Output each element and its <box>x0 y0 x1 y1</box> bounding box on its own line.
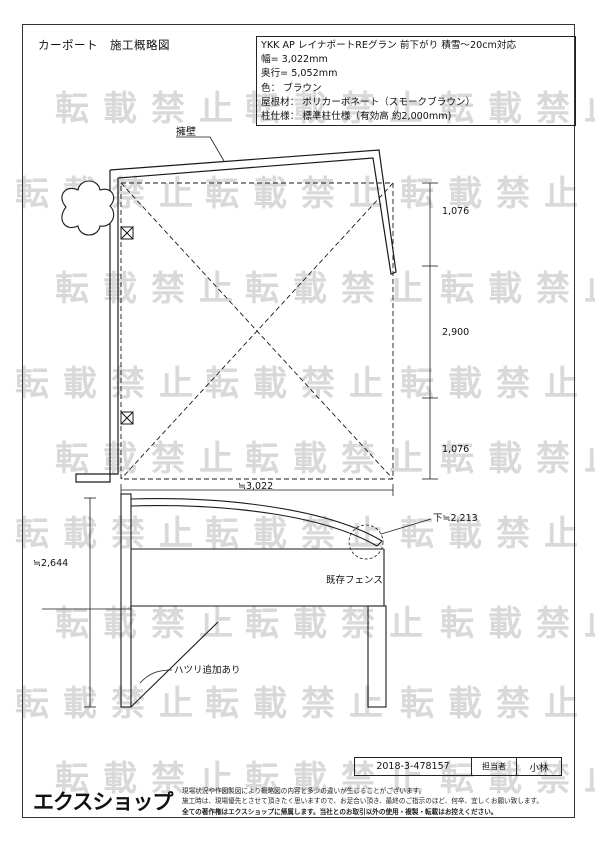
dim-mid-label: 2,900 <box>442 327 469 338</box>
spec-box: YKK AP レイナポートREグラン 前下がり 積雪～20cm対応 幅= 3,0… <box>256 36 576 126</box>
footer-notes: 現場状況や作図製図により概略図の内容と多少の違いが生じることがございます。 施工… <box>182 786 562 817</box>
dim-bot-label: 1,076 <box>442 444 469 455</box>
note-line-1: 現場状況や作図製図により概略図の内容と多少の違いが生じることがございます。 <box>182 787 426 795</box>
spec-post: 柱仕様： 標準柱仕様（有効高 約2,000mm) <box>261 111 452 123</box>
spec-depth: 奥行= 5,052mm <box>261 68 338 80</box>
elevation-view <box>42 493 387 708</box>
post-marker-top <box>120 226 134 240</box>
down-label: 下≒2,213 <box>433 513 478 524</box>
tree-icon <box>61 180 115 236</box>
spec-roof: 屋根材： ポリカーボネート（スモークブラウン） <box>261 96 476 108</box>
fence-label: 既存フェンス <box>326 574 383 586</box>
note-line-2: 施工時は、現場優先とさせて頂きたく思いますので、お足合い頂き、最終のご指示のほど… <box>182 797 543 806</box>
staff-label: 担当者 <box>472 758 517 775</box>
spec-width: 幅= 3,022mm <box>261 54 328 66</box>
spec-color: 色： ブラウン <box>261 82 322 94</box>
staff-name: 小林 <box>529 762 549 774</box>
retaining-wall <box>75 149 397 483</box>
carport-roof-plan <box>120 182 394 480</box>
wall-label: 擁壁 <box>176 125 196 138</box>
company-logo: エクスショップ <box>33 790 173 814</box>
width-label: ≒3,022 <box>238 481 273 492</box>
height-label: ≒2,644 <box>33 558 68 569</box>
doc-code: 2018-3-478157 <box>355 758 472 775</box>
post-marker-bottom <box>120 411 134 425</box>
spec-product: YKK AP レイナポートREグラン 前下がり 積雪～20cm対応 <box>261 40 517 51</box>
height-dimension <box>84 497 96 708</box>
down-leader <box>380 518 432 535</box>
detail-circle <box>348 524 384 560</box>
note-line-3: 全ての著作権はエクスショップに帰属します。当社とのお取引以外の使用・複製・転載は… <box>182 807 498 816</box>
dim-top-label: 1,076 <box>442 206 469 217</box>
info-box: 2018-3-478157 担当者 小林 <box>354 757 562 776</box>
hatsuri-label: ハツリ追加あり <box>174 664 241 676</box>
page-title: カーポート 施工概略図 <box>38 38 170 52</box>
sheet-frame <box>22 24 575 818</box>
depth-dimension <box>422 182 438 480</box>
hatsuri-leader <box>139 669 173 684</box>
wall-leader <box>176 136 225 162</box>
